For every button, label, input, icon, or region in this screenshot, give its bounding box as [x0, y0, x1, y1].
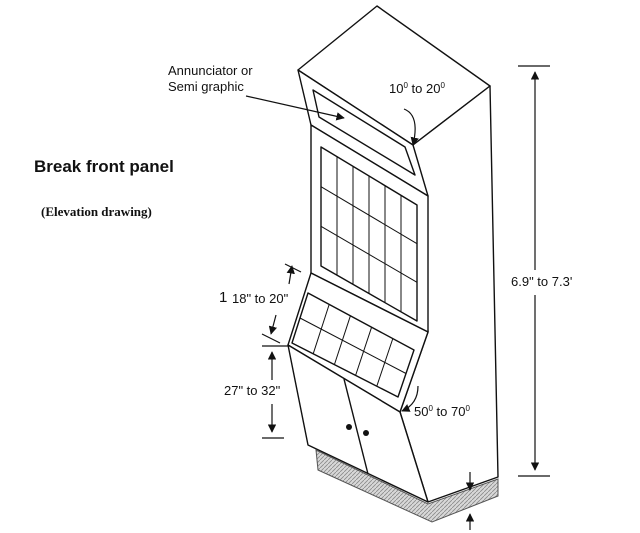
door-split [343, 378, 369, 475]
annunciator-leader [245, 95, 345, 121]
desk-depth-label: 18" to 20" [232, 291, 289, 306]
diagram-title: Break front panel [34, 157, 174, 176]
bottom-angle-label: 500 to 700 [414, 404, 470, 419]
lower-cabinet [287, 344, 429, 503]
desk-panel-grid [299, 304, 407, 387]
door-knob-right [363, 430, 369, 436]
top-angle-arc [403, 108, 419, 146]
desk-panel-window [291, 292, 415, 398]
base-height-dimension [262, 345, 290, 439]
annunciator-label-line1: Annunciator or [168, 63, 253, 78]
base-height-label: 27" to 32" [224, 383, 281, 398]
vertical-panel-grid [320, 156, 418, 312]
annunciator-window [312, 89, 416, 176]
desk-depth-prefix: 1 [219, 289, 228, 306]
grid-line [320, 225, 418, 283]
height-dimension [518, 65, 550, 477]
annunciator-label-line2: Semi graphic [168, 79, 244, 94]
door-knob-left [346, 424, 352, 430]
desk-depth-dimension [261, 263, 302, 344]
top-angle-label: 100 to 200 [389, 81, 445, 96]
bottom-angle-arc [401, 385, 419, 412]
grid-line [299, 317, 407, 374]
total-height-label: 6.9" to 7.3' [511, 274, 573, 289]
base-plinth [315, 449, 499, 523]
diagram-subtitle: (Elevation drawing) [41, 204, 152, 219]
grid-line [320, 186, 418, 245]
